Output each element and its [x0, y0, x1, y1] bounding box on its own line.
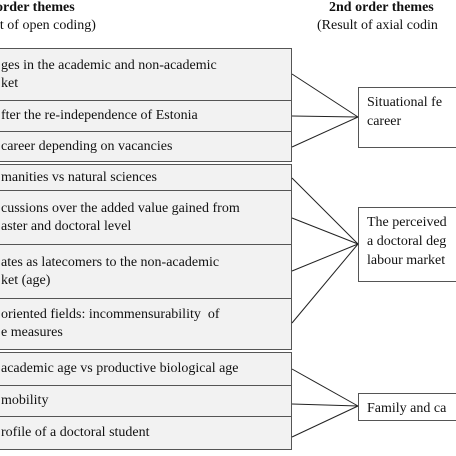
second-order-theme-situational: Situational fe career — [358, 87, 456, 148]
first-order-group-situational: ges in the academic and non-academic ket… — [0, 48, 292, 162]
connector-line — [291, 217, 359, 245]
first-order-theme-item: ges in the academic and non-academic ket — [0, 49, 291, 101]
first-order-theme-item: oriented fields: incommensurability of e… — [0, 299, 291, 349]
first-order-theme-item: mobility — [0, 386, 291, 417]
second-order-theme-perceived-value: The perceived a doctoral deg labour mark… — [358, 207, 456, 282]
first-order-theme-item: manities vs natural sciences — [0, 165, 291, 191]
second-order-header: 2nd order themes — [329, 0, 434, 15]
second-order-theme-family: Family and ca — [358, 393, 456, 421]
first-order-group-perceived-value: manities vs natural sciences cussions ov… — [0, 164, 292, 350]
connector-line — [291, 243, 359, 324]
connector-line — [291, 116, 359, 148]
connector-line — [291, 403, 359, 407]
first-order-subheader: lt of open coding) — [0, 18, 96, 33]
second-order-subheader: (Result of axial codin — [317, 18, 438, 33]
first-order-header: order themes — [0, 0, 75, 15]
connector-line — [291, 177, 359, 245]
connector-line — [291, 405, 359, 438]
first-order-theme-item: ates as latecomers to the non-academic k… — [0, 245, 291, 299]
connector-line — [291, 368, 359, 407]
connector-line — [291, 73, 359, 118]
first-order-theme-item: fter the re-independence of Estonia — [0, 101, 291, 132]
first-order-theme-item: academic age vs productive biological ag… — [0, 353, 291, 386]
first-order-theme-item: cussions over the added value gained fro… — [0, 191, 291, 245]
first-order-theme-item: career depending on vacancies — [0, 132, 291, 161]
connector-line — [291, 243, 359, 272]
first-order-group-family: academic age vs productive biological ag… — [0, 352, 292, 450]
connector-line — [291, 115, 359, 118]
first-order-theme-item: rofile of a doctoral student — [0, 417, 291, 449]
